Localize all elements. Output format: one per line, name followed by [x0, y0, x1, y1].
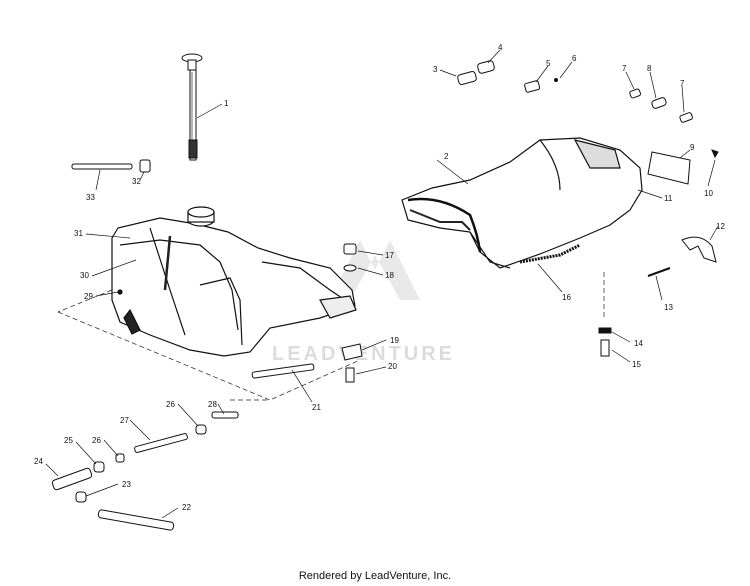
callout-30: 30: [80, 271, 89, 280]
callout-3: 3: [433, 65, 438, 74]
callout-labels: 1 2 3 4 5 6 7 8 7 9 10 11 12 13 14 15 16…: [34, 43, 725, 512]
callout-24: 24: [34, 457, 43, 466]
callout-26a: 26: [92, 436, 101, 445]
callout-4: 4: [498, 43, 503, 52]
footer-credit: Rendered by LeadVenture, Inc.: [298, 570, 452, 582]
callout-7a: 7: [622, 64, 627, 73]
callout-21: 21: [312, 403, 321, 412]
callout-28: 28: [208, 400, 217, 409]
callout-31: 31: [74, 229, 83, 238]
callout-7b: 7: [680, 79, 685, 88]
callout-2: 2: [444, 152, 449, 161]
callout-25: 25: [64, 436, 73, 445]
callout-19: 19: [390, 336, 399, 345]
callout-23: 23: [122, 480, 131, 489]
callout-33: 33: [86, 193, 95, 202]
tank-outline-dashed: [57, 272, 605, 401]
callout-12: 12: [716, 222, 725, 231]
callout-32: 32: [132, 177, 141, 186]
callout-29: 29: [84, 292, 93, 301]
callout-11: 11: [664, 194, 673, 203]
callout-8: 8: [647, 64, 652, 73]
latch-parts: [457, 60, 719, 357]
callout-18: 18: [385, 271, 394, 280]
callout-9: 9: [690, 143, 695, 152]
callout-5: 5: [546, 59, 551, 68]
callout-22: 22: [182, 503, 191, 512]
callout-13: 13: [664, 303, 673, 312]
fastener-parts: [51, 159, 363, 531]
callout-17: 17: [385, 251, 394, 260]
fuel-tank-part: [111, 206, 357, 357]
callout-10: 10: [704, 189, 713, 198]
seat-part: [401, 137, 643, 269]
watermark-text: LEADVENTURE: [272, 343, 455, 365]
callout-15: 15: [632, 360, 641, 369]
callout-14: 14: [634, 339, 643, 348]
callout-26b: 26: [166, 400, 175, 409]
callout-20: 20: [388, 362, 397, 371]
callout-1: 1: [224, 99, 229, 108]
callout-6: 6: [572, 54, 577, 63]
leader-lines: [45, 49, 719, 519]
fuel-sender-part: [181, 53, 203, 161]
callout-27: 27: [120, 416, 129, 425]
callout-16: 16: [562, 293, 571, 302]
